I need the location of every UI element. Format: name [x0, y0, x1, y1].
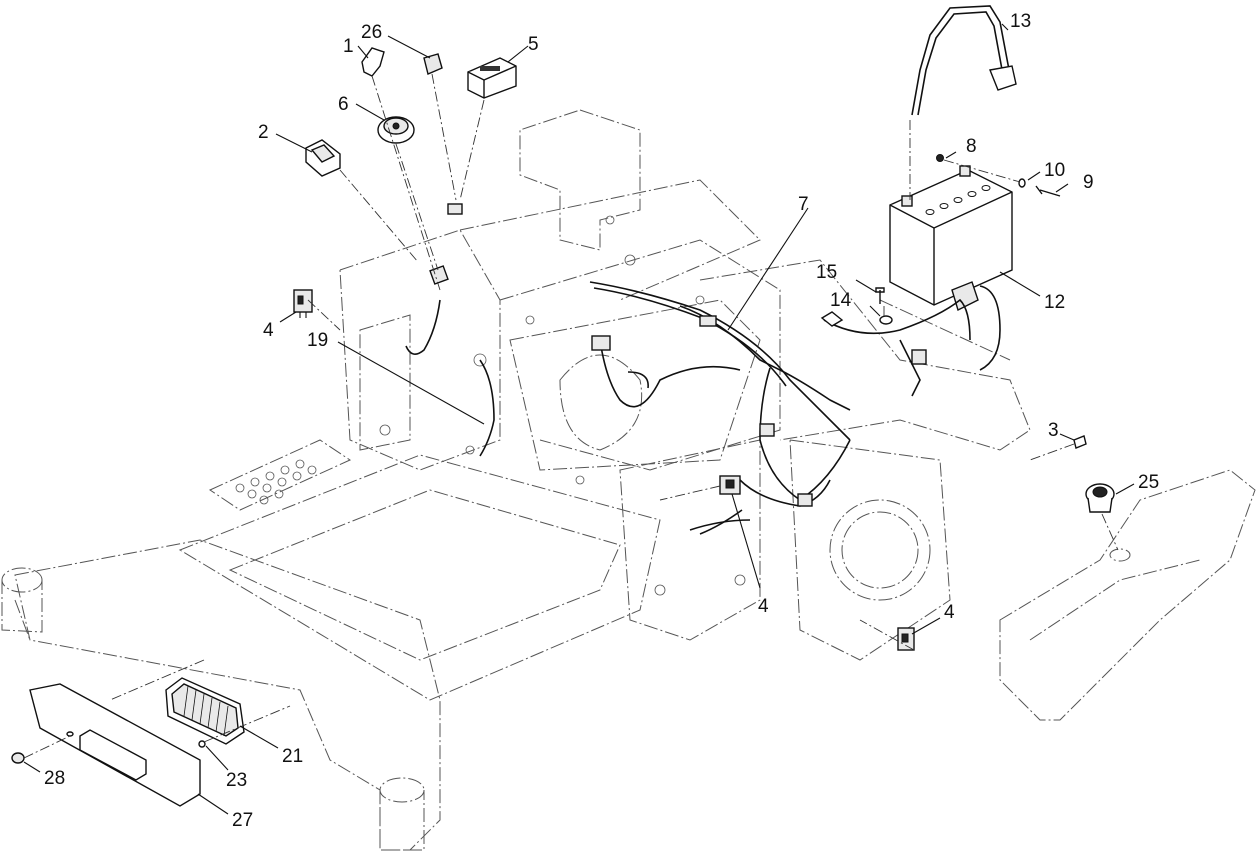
callout-27: 27 [232, 810, 253, 831]
callout-9: 9 [1083, 172, 1094, 193]
foot-plate-holes [235, 459, 317, 505]
hour-meter-part-5 [467, 57, 517, 99]
component-drawings [11, 5, 1115, 807]
leader-lines [23, 23, 1135, 815]
callout-26: 26 [361, 22, 382, 43]
washer-part-14 [879, 315, 893, 325]
nut-part-23 [198, 740, 206, 748]
light-bracket-part-27 [29, 683, 201, 807]
relay-part-4-left [293, 289, 313, 318]
callout-13: 13 [1010, 11, 1031, 32]
callout-6: 6 [338, 94, 349, 115]
callout-12: 12 [1044, 292, 1065, 313]
callout-4-right: 4 [944, 602, 955, 623]
nut-part-8 [936, 154, 944, 162]
ignition-switch-part-6 [377, 116, 415, 144]
bolt-part-9 [1035, 185, 1061, 197]
battery-part-12 [889, 165, 1013, 311]
callout-4-center: 4 [758, 596, 769, 617]
callout-3: 3 [1048, 420, 1059, 441]
washer-part-10 [1018, 178, 1026, 188]
callout-1: 1 [343, 36, 354, 57]
callout-4-left: 4 [263, 320, 274, 341]
relay-part-4-center [719, 475, 741, 495]
callout-21: 21 [282, 746, 303, 767]
callout-14: 14 [830, 290, 852, 311]
callout-23: 23 [226, 770, 247, 791]
key-part-1 [361, 47, 385, 77]
assembly-lines [23, 73, 1119, 759]
hold-down-rod-part-13 [911, 5, 1011, 116]
callout-8: 8 [966, 136, 977, 157]
callout-25: 25 [1138, 472, 1159, 493]
callout-2: 2 [258, 122, 269, 143]
rocker-switch-part-2 [305, 139, 341, 177]
wire-harness [405, 281, 1001, 535]
connector-cap-part-26 [423, 53, 443, 75]
callout-28: 28 [44, 768, 65, 789]
bolt-part-3 [1073, 435, 1087, 449]
power-socket-part-25 [1085, 483, 1115, 513]
bolt-part-15 [875, 287, 885, 304]
callout-10: 10 [1044, 160, 1065, 181]
chassis-frame [1, 109, 1256, 851]
callout-19: 19 [307, 330, 328, 351]
callout-5: 5 [528, 34, 539, 55]
callout-15: 15 [816, 262, 837, 283]
callout-labels: 1 26 5 6 2 4 19 7 13 8 10 9 15 14 12 3 2… [44, 11, 1159, 831]
callout-7: 7 [798, 194, 809, 215]
relay-part-4-right [897, 627, 915, 651]
work-light-part-21 [165, 677, 245, 745]
screw-part-28 [11, 752, 25, 764]
